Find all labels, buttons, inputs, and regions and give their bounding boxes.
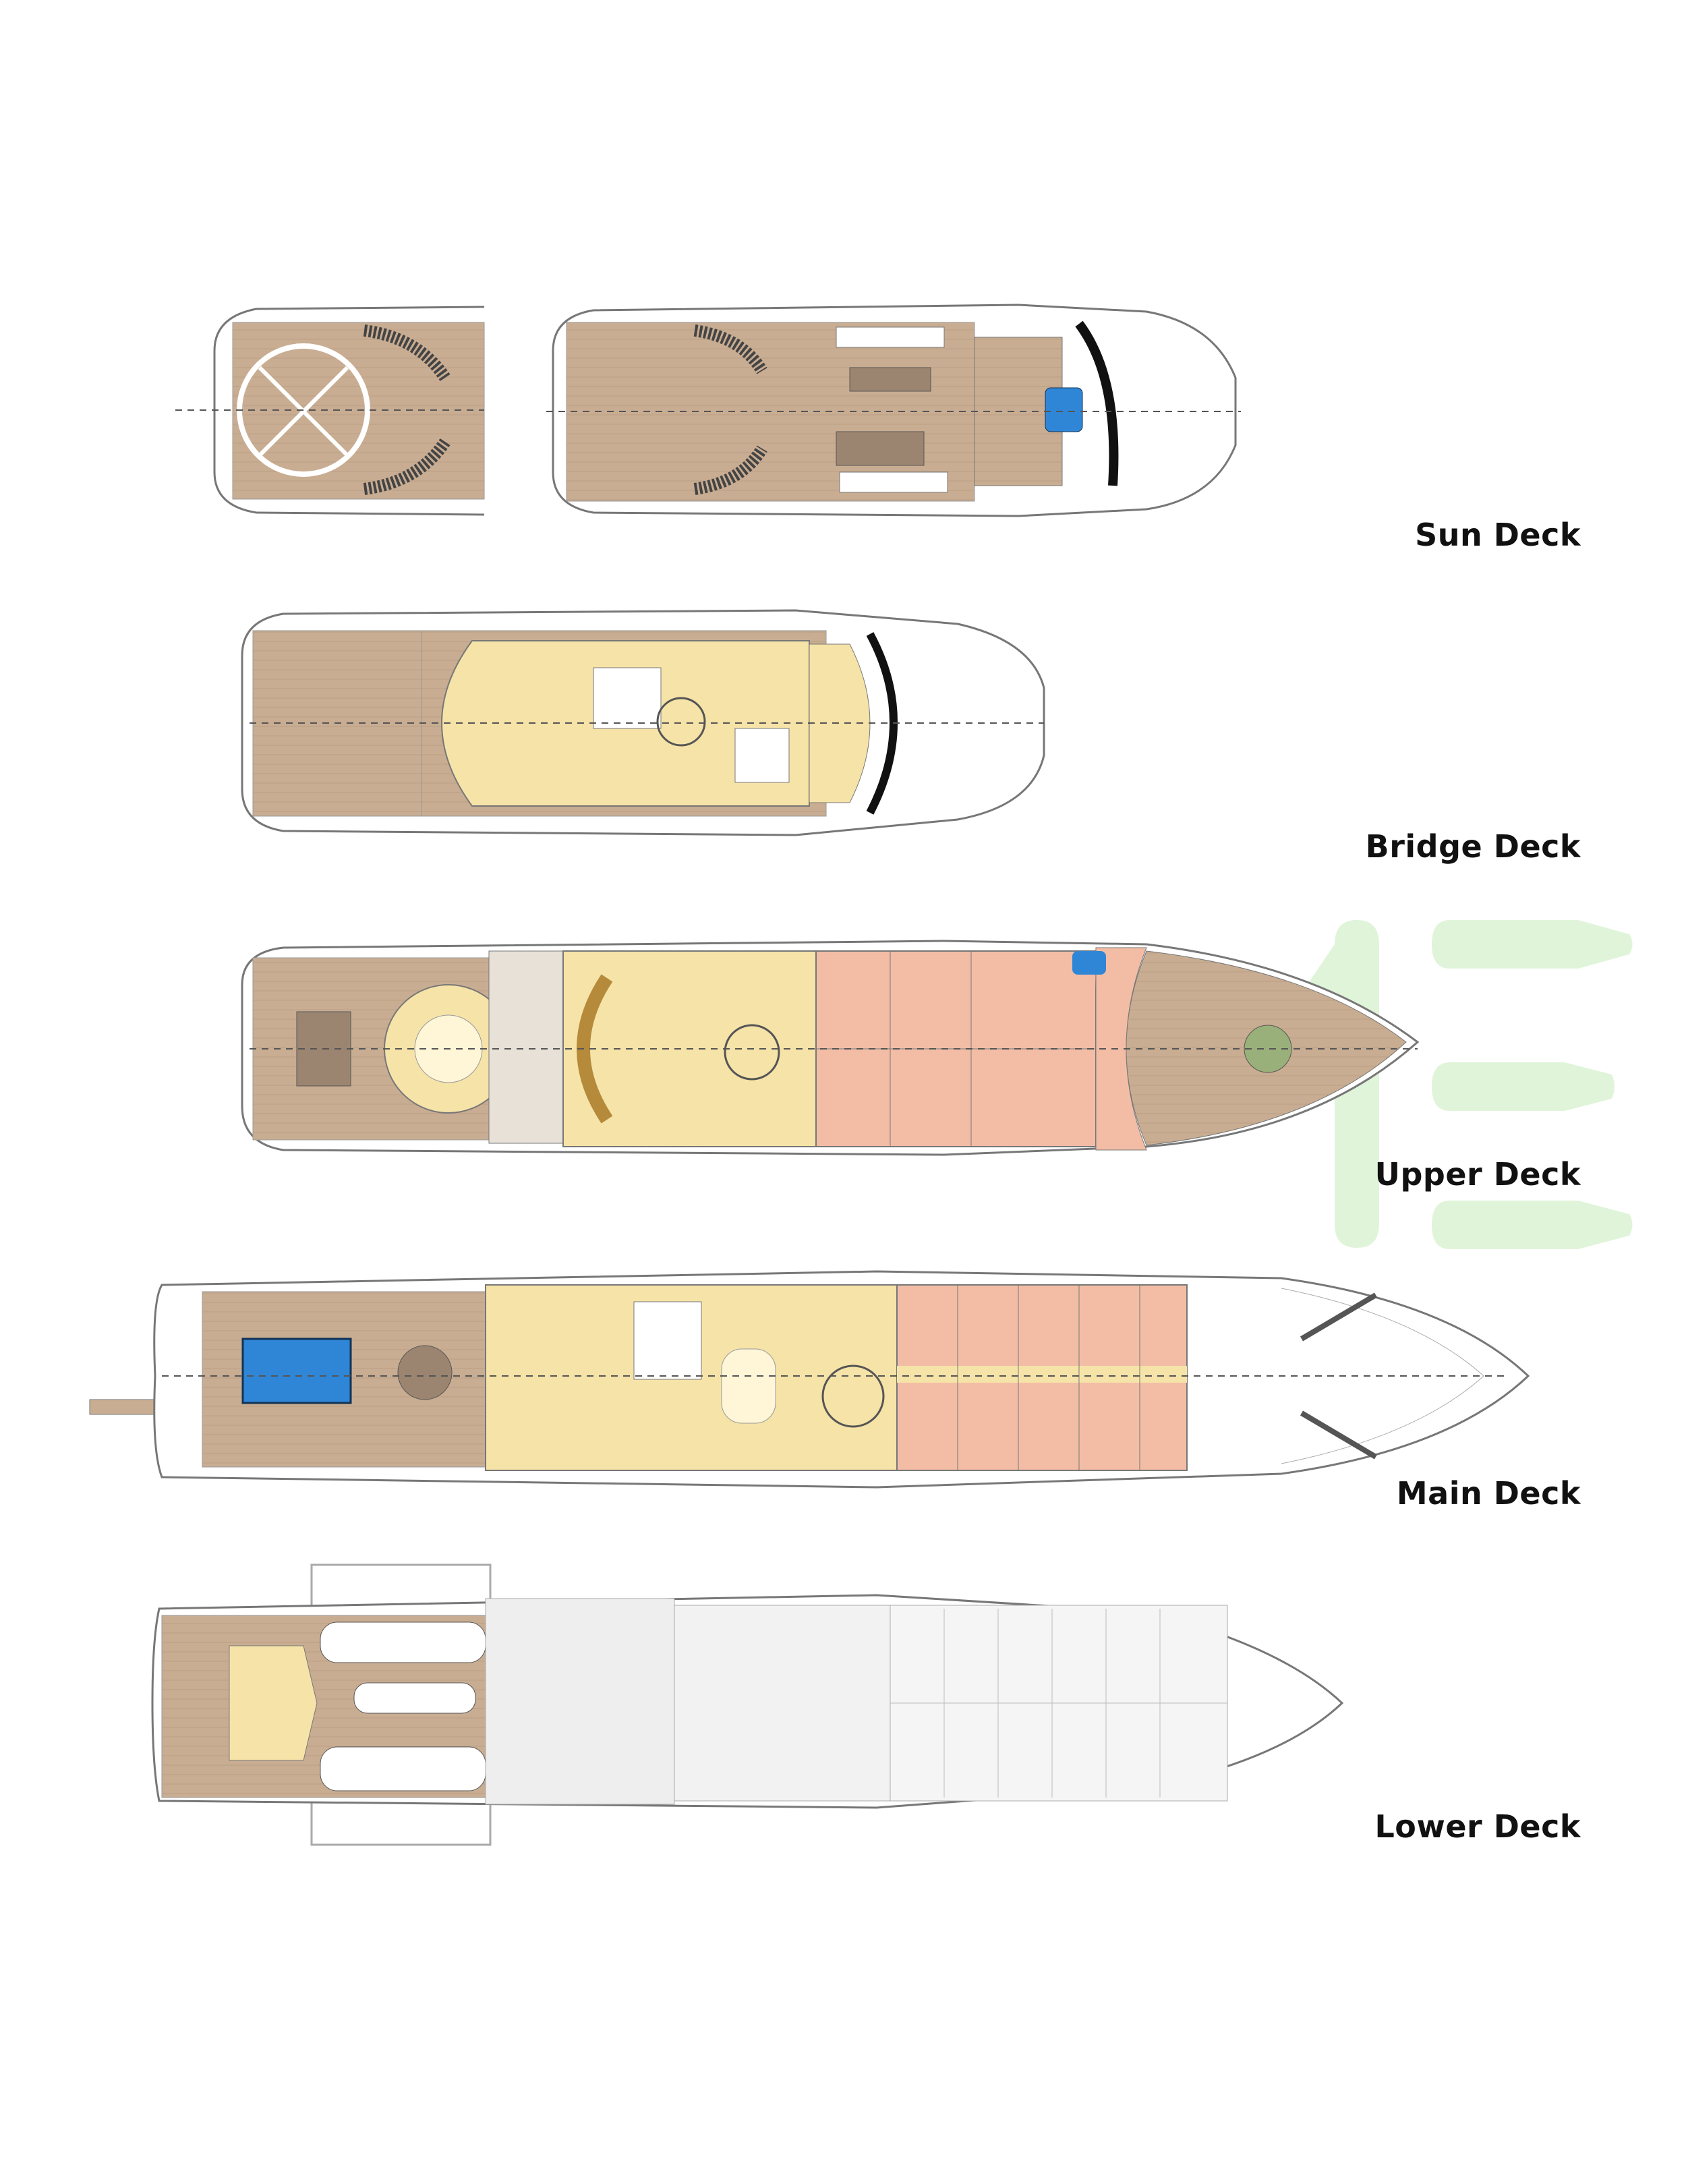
bridge-deck-plan <box>241 609 1045 836</box>
deck-label-bridge: Bridge Deck <box>1365 828 1581 865</box>
main-deck-plan <box>89 1270 1530 1489</box>
tender-1 <box>320 1621 486 1663</box>
galley-crew-area <box>674 1605 891 1802</box>
deck-label-main: Main Deck <box>1396 1475 1581 1512</box>
bar <box>849 367 931 392</box>
deck-label-lower: Lower Deck <box>1374 1808 1581 1845</box>
tender-3 <box>320 1746 486 1791</box>
jacuzzi <box>1045 387 1083 432</box>
sun-deck-plan <box>175 304 1241 517</box>
swimming-pool <box>241 1338 352 1404</box>
dining-table <box>721 1348 776 1424</box>
foredeck-lounge <box>1244 1025 1292 1073</box>
lower-deck-plan <box>151 1563 1344 1846</box>
aft-dining-table <box>397 1345 453 1400</box>
dining-table <box>836 431 925 466</box>
sun-deck-main <box>546 304 1241 517</box>
deck-label-upper: Upper Deck <box>1374 1156 1581 1192</box>
helideck-section <box>175 306 485 516</box>
tender-2 <box>353 1682 476 1714</box>
upper-deck-plan <box>241 940 1420 1156</box>
deck-label-sun: Sun Deck <box>1415 517 1581 553</box>
spiral-stair <box>656 697 706 747</box>
